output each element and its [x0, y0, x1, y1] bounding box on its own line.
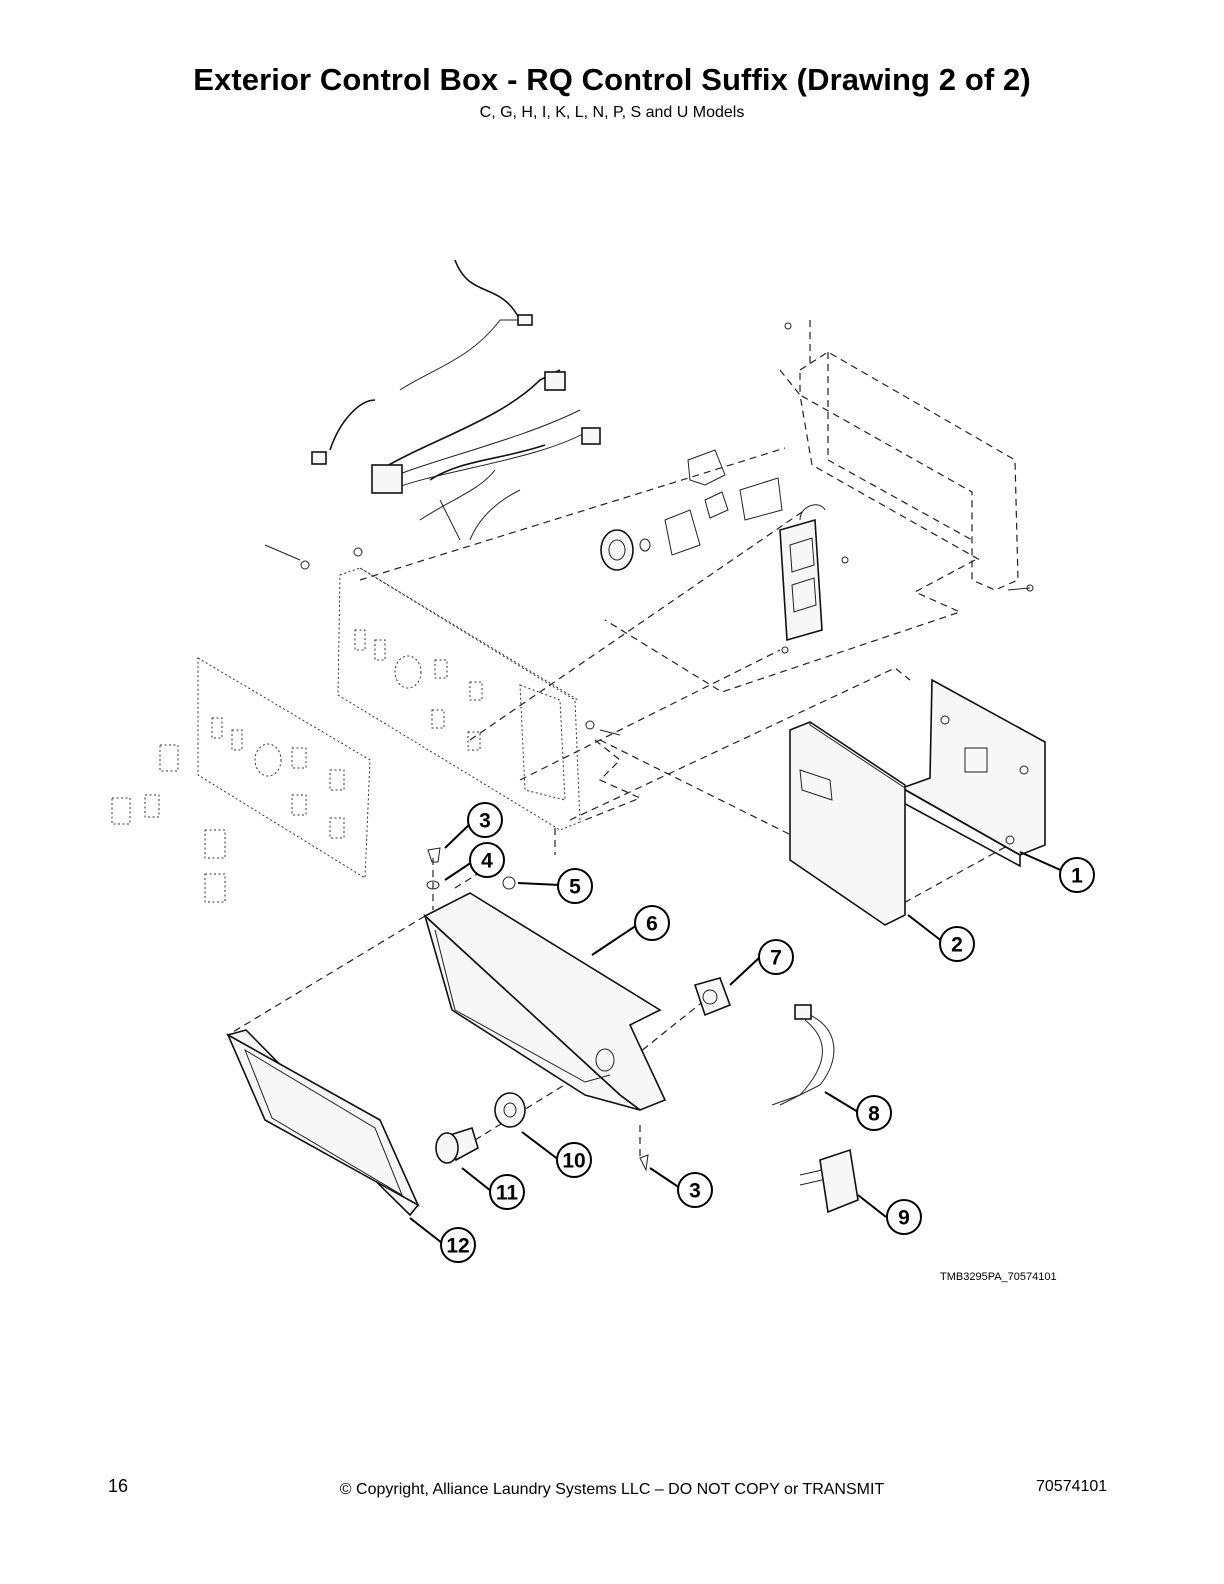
- svg-text:10: 10: [562, 1150, 585, 1173]
- connector-part-9: [799, 1148, 859, 1214]
- svg-text:5: 5: [569, 876, 581, 899]
- svg-text:3: 3: [689, 1180, 701, 1203]
- svg-text:7: 7: [770, 947, 782, 970]
- small-hardware: [426, 847, 649, 1172]
- page-title: Exterior Control Box - RQ Control Suffix…: [193, 62, 1031, 97]
- svg-text:6: 6: [646, 913, 658, 936]
- callout-12: 12: [440, 1227, 476, 1263]
- mounting-bracket-part-1: [897, 678, 1046, 868]
- svg-text:2: 2: [951, 934, 963, 957]
- svg-text:1: 1: [1071, 865, 1083, 888]
- copyright-notice: © Copyright, Alliance Laundry Systems LL…: [339, 1481, 885, 1498]
- page-subtitle: C, G, H, I, K, L, N, P, S and U Models: [479, 104, 745, 121]
- bezel-frame-part-12: [226, 1029, 420, 1217]
- svg-text:4: 4: [481, 850, 493, 873]
- control-module-part-2: [789, 721, 906, 926]
- switch-part-7: [693, 977, 732, 1017]
- callout-4: 4: [469, 842, 505, 878]
- drawing-reference-code: TMB3295PA_70574101: [940, 1271, 1057, 1283]
- callout-5: 5: [557, 868, 593, 904]
- svg-text:11: 11: [496, 1182, 519, 1205]
- callout-1: 1: [1059, 857, 1095, 893]
- outer-front-panel: [111, 657, 371, 903]
- front-housing-part-6: [423, 892, 667, 1111]
- svg-text:12: 12: [446, 1235, 469, 1258]
- callout-7: 7: [758, 939, 794, 975]
- svg-text:3: 3: [479, 810, 491, 833]
- inner-front-panel: [264, 544, 621, 831]
- callout-leaders: [409, 821, 1066, 1244]
- knob-parts-10-11: [435, 1092, 526, 1164]
- page-number: 16: [108, 1476, 129, 1496]
- callout-6: 6: [634, 905, 670, 941]
- display-circuit-board: [779, 504, 849, 654]
- callout-3-upper: 3: [467, 802, 503, 838]
- svg-text:8: 8: [868, 1103, 880, 1126]
- callout-9: 9: [886, 1199, 922, 1235]
- svg-text:9: 9: [898, 1207, 910, 1230]
- callout-10: 10: [556, 1142, 592, 1178]
- document-number: 70574101: [1036, 1478, 1108, 1495]
- wire-part-8: [771, 1004, 835, 1106]
- callout-8: 8: [856, 1095, 892, 1131]
- rear-housing: [779, 320, 1034, 592]
- wire-harness: [311, 259, 601, 541]
- callout-2: 2: [939, 926, 975, 962]
- control-knob-assembly: [600, 449, 783, 571]
- callout-11: 11: [489, 1174, 525, 1210]
- callout-3-lower: 3: [677, 1172, 713, 1208]
